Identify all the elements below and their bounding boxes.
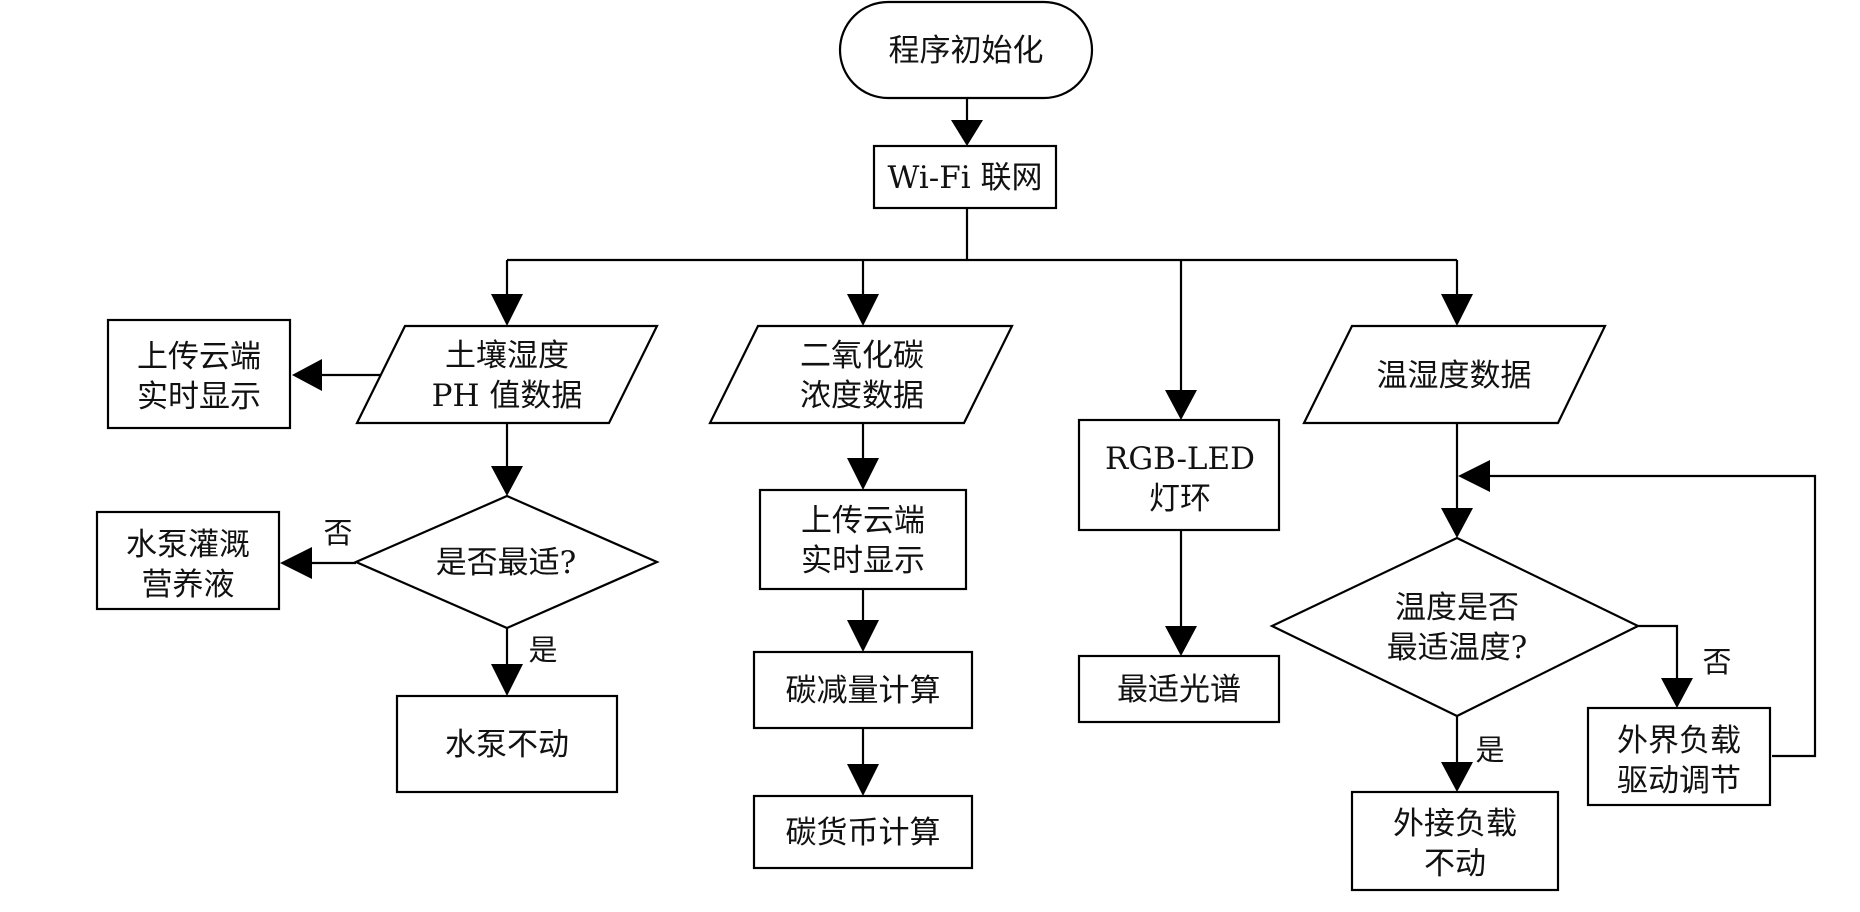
external-idle-label-line2: 不动 bbox=[1424, 846, 1486, 882]
labels: 程序初始化 Wi-Fi 联网 上传云端 实时显示 土壤湿度 PH 值数据 二氧化… bbox=[126, 33, 1741, 882]
external-adjust-process bbox=[1586, 706, 1772, 807]
temp-decision-label-line1: 温度是否 bbox=[1395, 590, 1519, 626]
carbon-currency-process bbox=[752, 794, 974, 870]
temp-decision bbox=[1269, 536, 1641, 718]
soil-label-line1: 土壤湿度 bbox=[445, 338, 569, 374]
start-label: 程序初始化 bbox=[889, 33, 1044, 69]
arrowhead bbox=[491, 294, 523, 326]
soil-label-line2: PH 值数据 bbox=[432, 378, 583, 414]
wifi-label: Wi-Fi 联网 bbox=[888, 160, 1043, 196]
upload-mid-process bbox=[758, 488, 968, 591]
arrowhead bbox=[292, 359, 322, 391]
rgb-label-line1: RGB-LED bbox=[1105, 441, 1255, 477]
external-idle-label-line1: 外接负载 bbox=[1393, 806, 1517, 842]
external-adjust-label-line1: 外界负载 bbox=[1617, 723, 1741, 759]
arrowhead bbox=[1441, 294, 1473, 326]
upload-left-label-line1: 上传云端 bbox=[137, 339, 261, 375]
rgb-led-process bbox=[1077, 418, 1281, 532]
arrowhead bbox=[847, 764, 879, 796]
carbon-reduction-process bbox=[752, 650, 974, 730]
carbon-reduction-label: 碳减量计算 bbox=[786, 673, 941, 709]
external-adjust-label-line2: 驱动调节 bbox=[1617, 763, 1741, 799]
rgb-label-line2: 灯环 bbox=[1149, 481, 1211, 517]
arrowhead bbox=[491, 466, 523, 496]
pump-idle-process bbox=[395, 694, 619, 794]
connector-feedback-loop bbox=[1490, 474, 1817, 758]
pump-irrigate-process bbox=[95, 510, 281, 611]
pump-irrigate-label-line1: 水泵灌溉 bbox=[126, 527, 250, 563]
connector-temp-no bbox=[1638, 624, 1679, 678]
arrowhead bbox=[1458, 460, 1490, 492]
arrowhead bbox=[1661, 678, 1693, 708]
arrowhead bbox=[847, 620, 879, 652]
optimal-decision bbox=[353, 494, 660, 630]
upload-mid-label-line1: 上传云端 bbox=[801, 503, 925, 539]
connector-wifi-bus bbox=[507, 208, 1457, 262]
soil-data-io bbox=[355, 324, 659, 425]
pump-irrigate-label-line2: 营养液 bbox=[142, 567, 235, 603]
arrowhead bbox=[280, 547, 312, 579]
carbon-currency-label: 碳货币计算 bbox=[786, 815, 941, 851]
spectrum-label: 最适光谱 bbox=[1117, 672, 1241, 708]
arrowhead bbox=[847, 458, 879, 490]
upload-mid-label-line2: 实时显示 bbox=[801, 543, 925, 579]
optimal-decision-label: 是否最适? bbox=[436, 545, 577, 581]
spectrum-process bbox=[1077, 654, 1281, 724]
arrowhead bbox=[847, 294, 879, 326]
co2-data-io bbox=[708, 324, 1014, 425]
temp-decision-label-line2: 最适温度? bbox=[1387, 630, 1528, 666]
upload-left-label-line2: 实时显示 bbox=[137, 379, 261, 415]
external-idle-process bbox=[1350, 790, 1560, 892]
soil-no-label: 否 bbox=[323, 516, 352, 550]
arrowhead bbox=[1165, 626, 1197, 656]
start-terminal bbox=[838, 0, 1094, 100]
pump-idle-label: 水泵不动 bbox=[445, 727, 569, 763]
temp-data-label: 温湿度数据 bbox=[1377, 358, 1532, 394]
connectors bbox=[280, 98, 1817, 796]
arrowhead bbox=[1165, 390, 1197, 420]
temp-no-label: 否 bbox=[1702, 645, 1731, 679]
wifi-process bbox=[872, 144, 1058, 210]
co2-label-line2: 浓度数据 bbox=[800, 378, 924, 414]
arrowhead bbox=[1441, 762, 1473, 792]
arrowhead bbox=[491, 664, 523, 696]
co2-label-line1: 二氧化碳 bbox=[800, 338, 924, 374]
arrowhead bbox=[951, 120, 983, 146]
upload-left-process bbox=[106, 318, 292, 430]
arrowhead bbox=[1441, 508, 1473, 538]
nodes bbox=[95, 0, 1772, 892]
temp-data-io bbox=[1302, 324, 1607, 425]
soil-yes-label: 是 bbox=[528, 633, 557, 667]
temp-yes-label: 是 bbox=[1475, 733, 1504, 767]
